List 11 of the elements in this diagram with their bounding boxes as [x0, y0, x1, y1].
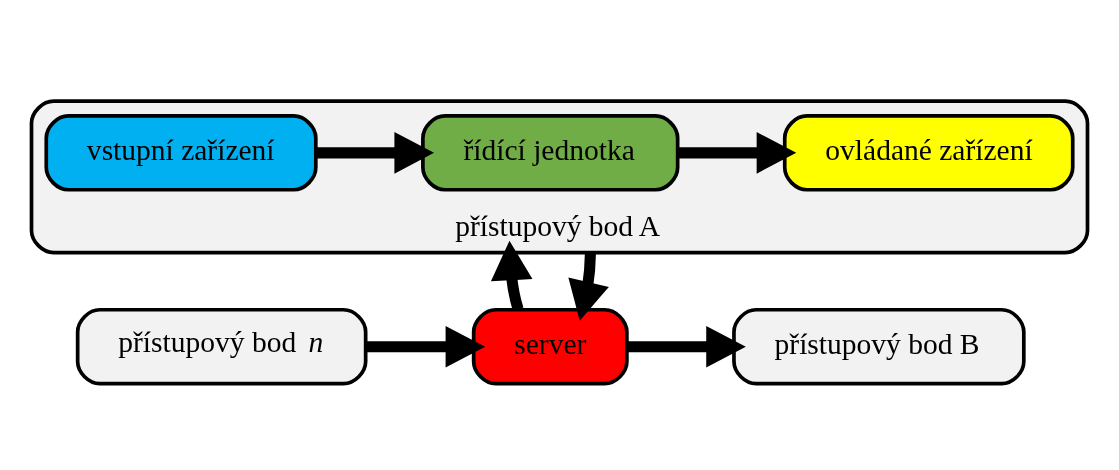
node-box: server — [471, 307, 629, 386]
arrow — [490, 240, 533, 311]
node-box: přístupový bod B — [732, 307, 1026, 386]
arrow — [678, 132, 797, 174]
arrow — [627, 325, 746, 368]
node-box: ovládané zařízení — [782, 114, 1075, 192]
node-box: vstupní zařízení — [44, 114, 318, 192]
arrow — [366, 325, 486, 368]
node-box: přístupový bod n — [75, 307, 368, 386]
node-box: řídící jednotka — [421, 114, 680, 192]
arrow — [315, 132, 434, 174]
